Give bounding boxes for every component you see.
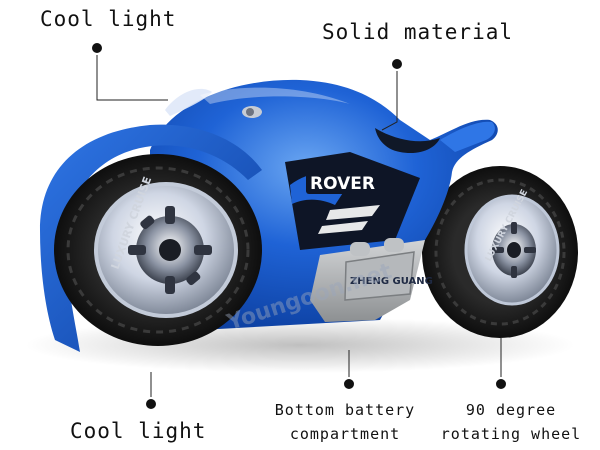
marker-battery (342, 377, 356, 391)
callout-cool-light-top: Cool light (40, 7, 177, 31)
battery-plate-text: ZHENG GUANG (350, 276, 433, 287)
callout-battery-line2: compartment (289, 425, 401, 443)
marker-cool-light-bottom (144, 397, 158, 411)
marker-cool-light-top (90, 41, 104, 55)
front-fender (40, 124, 262, 352)
callout-wheel-line1: 90 degree (465, 401, 557, 419)
marker-solid-material (390, 57, 404, 71)
front-wheel (54, 154, 262, 346)
callout-battery-compartment: Bottom battery compartment (270, 398, 420, 446)
callout-rotating-wheel: 90 degree rotating wheel (436, 398, 586, 446)
battery-compartment: ZHENG GUANG (310, 238, 433, 322)
rover-logo: ROVER (310, 174, 375, 194)
callout-wheel-line2: rotating wheel (440, 425, 582, 443)
callout-solid-material: Solid material (322, 20, 514, 44)
marker-wheel (494, 377, 508, 391)
callout-markers (90, 41, 508, 411)
callout-battery-line1: Bottom battery (274, 401, 416, 419)
rear-wheel (422, 166, 578, 338)
callout-cool-light-bottom: Cool light (70, 419, 207, 443)
callout-lines (96, 48, 502, 400)
